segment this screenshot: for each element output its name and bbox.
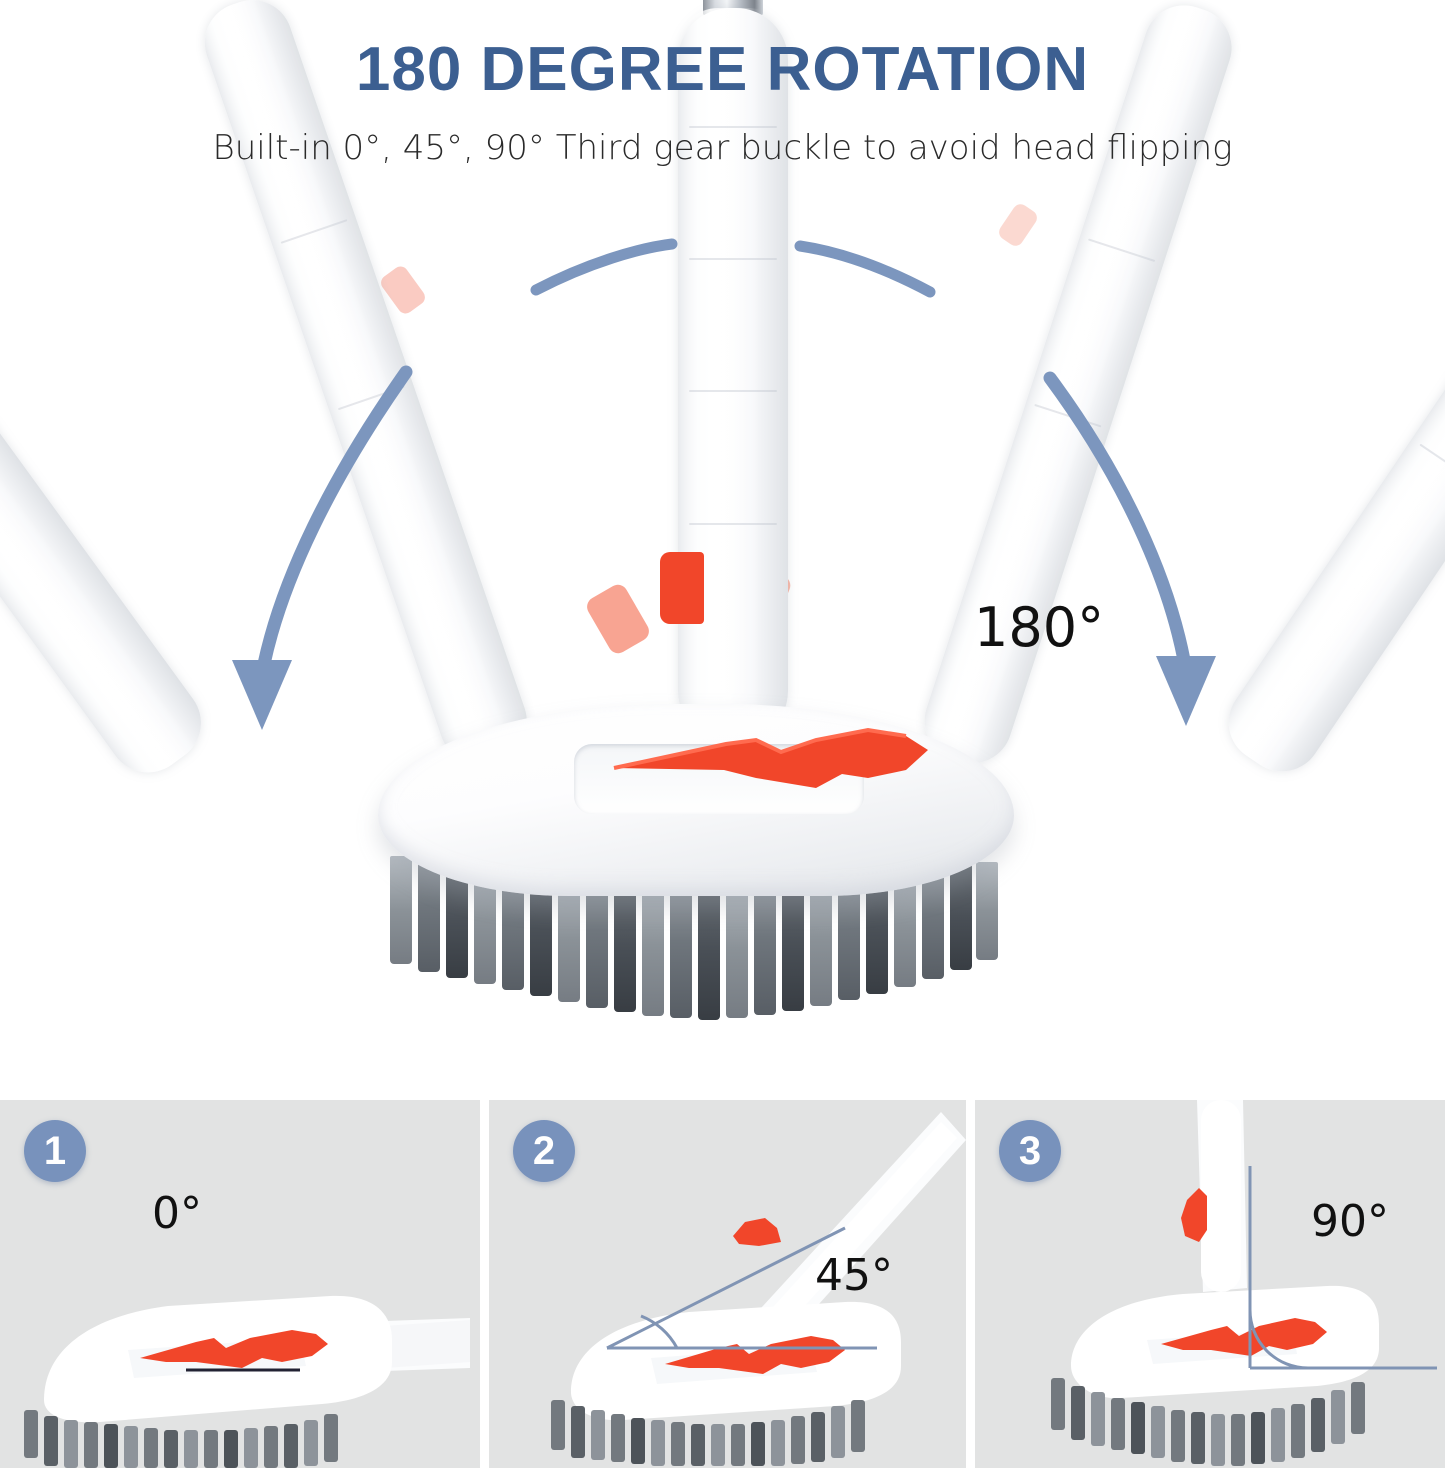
step-panels: 1 0° xyxy=(0,1100,1445,1468)
page-subtitle: Built-in 0°, 45°, 90° Third gear buckle … xyxy=(212,128,1233,168)
rotation-degree-label: 180° xyxy=(974,596,1105,659)
handle-right-diagonal xyxy=(1213,0,1445,787)
step-panel-2: 2 45° xyxy=(489,1100,966,1468)
step-badge-3: 3 xyxy=(999,1120,1061,1182)
step-badge-2: 2 xyxy=(513,1120,575,1182)
page-title: 180 DEGREE ROTATION xyxy=(355,35,1090,104)
arc-top-left xyxy=(530,238,678,296)
arrow-right-head xyxy=(1156,656,1216,726)
handle-center-vertical xyxy=(678,8,788,743)
step-panel-1: 1 0° xyxy=(0,1100,480,1468)
arc-top-right xyxy=(794,240,936,298)
brush-head-hero xyxy=(378,700,1018,1020)
step-angle-label-2: 45° xyxy=(815,1250,893,1301)
step-angle-label-1: 0° xyxy=(152,1188,202,1239)
lever-left-lower xyxy=(583,581,653,657)
handle-left-inner xyxy=(193,0,538,775)
brush-release-lever xyxy=(613,727,928,788)
step-angle-label-3: 90° xyxy=(1311,1196,1389,1247)
brush-bristles xyxy=(384,830,1004,1020)
lever-center xyxy=(660,552,704,624)
step-badge-1: 1 xyxy=(24,1120,86,1182)
arrow-left-head xyxy=(232,660,292,730)
lever-right xyxy=(996,201,1040,249)
hero-section: 180° xyxy=(0,0,1445,1020)
step-panel-3: 3 90° xyxy=(975,1100,1445,1468)
